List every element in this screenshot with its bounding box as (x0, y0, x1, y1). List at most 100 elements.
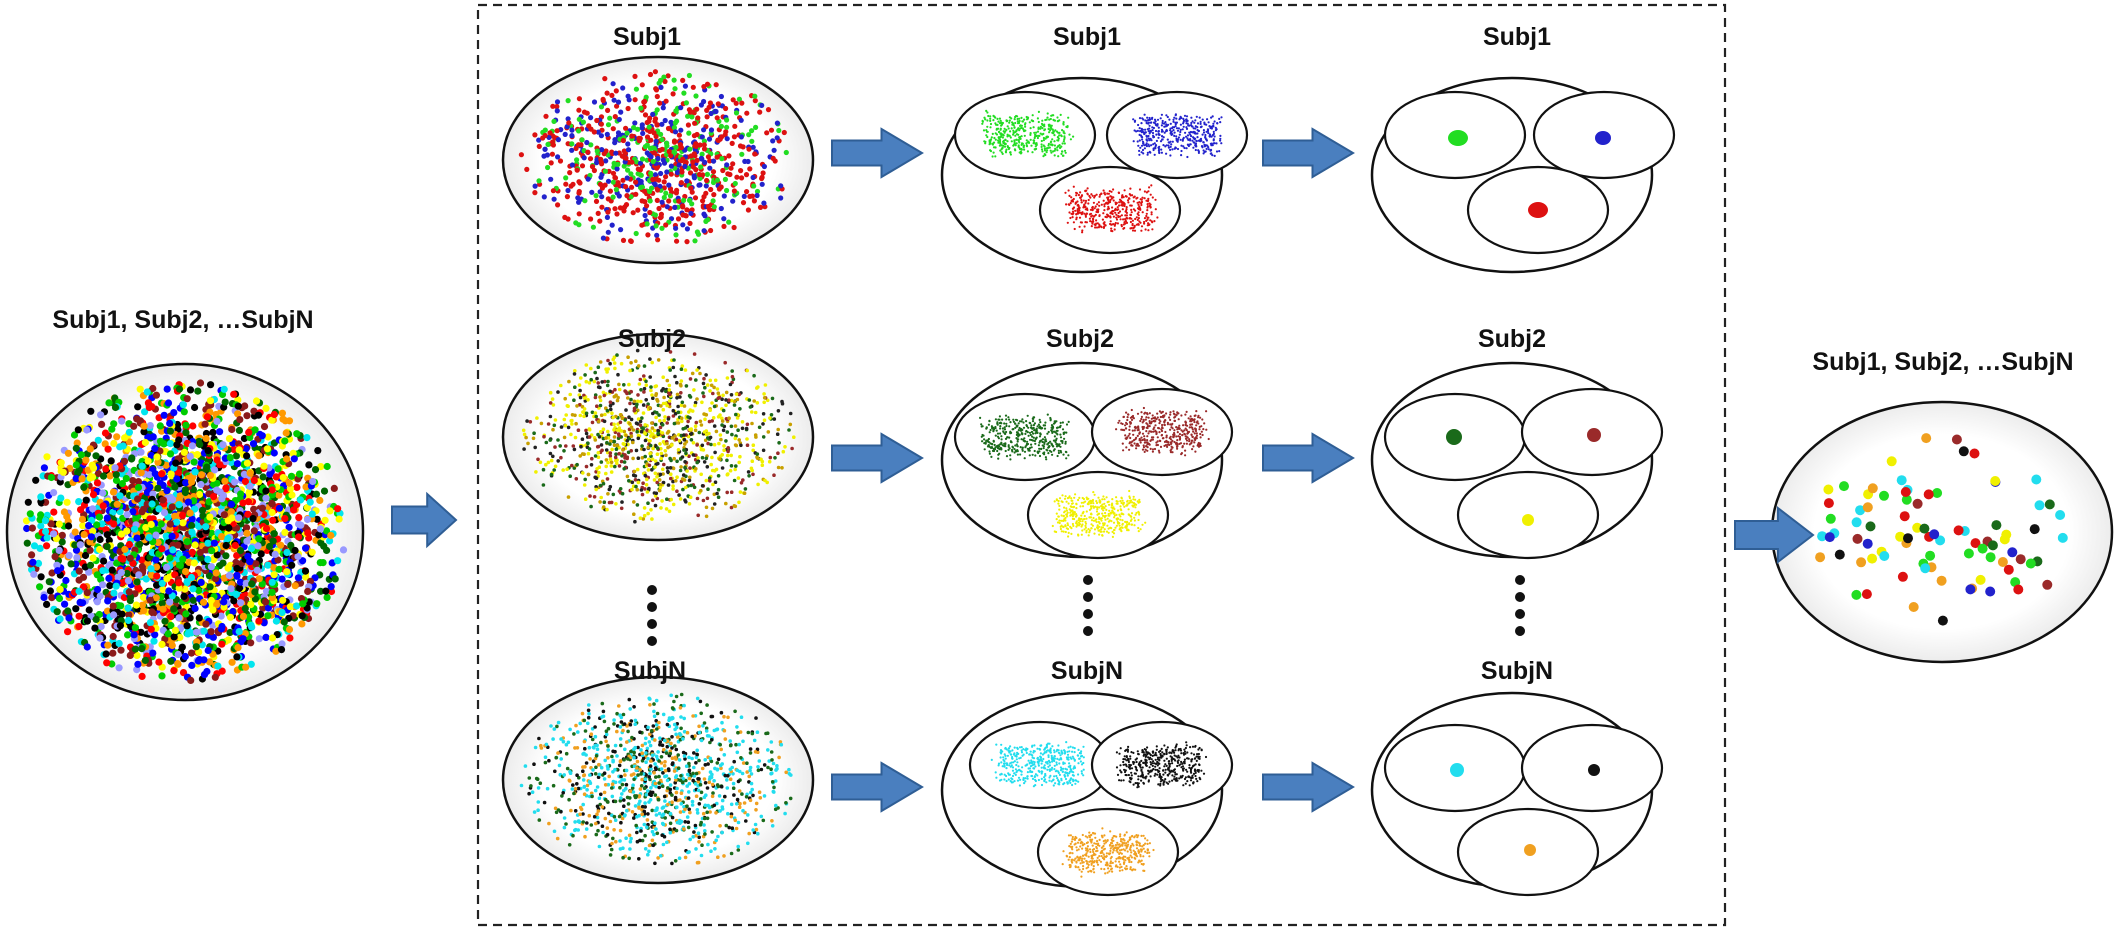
point (1173, 116, 1176, 119)
point (1184, 131, 1187, 134)
point (138, 672, 146, 681)
point (1143, 147, 1146, 150)
point (243, 412, 251, 420)
point (75, 567, 83, 575)
point (543, 113, 549, 119)
point (1000, 135, 1003, 138)
point (1062, 123, 1065, 126)
point (691, 173, 697, 179)
point (993, 136, 996, 140)
point (1098, 214, 1101, 217)
point (1068, 133, 1071, 136)
point (1089, 212, 1093, 215)
point (113, 500, 121, 508)
point (228, 425, 236, 434)
point (1064, 151, 1067, 154)
point (36, 583, 44, 591)
point (1182, 145, 1185, 148)
point (648, 137, 654, 143)
point (220, 385, 228, 393)
point (992, 114, 995, 117)
point (1143, 217, 1147, 220)
point (1194, 127, 1197, 130)
point (1149, 137, 1152, 140)
point (1211, 144, 1214, 147)
point (518, 152, 525, 158)
point (119, 555, 127, 563)
point (334, 557, 342, 565)
point (1110, 227, 1113, 230)
point (190, 559, 198, 567)
point (1146, 116, 1149, 119)
point (146, 483, 154, 491)
point (145, 533, 153, 542)
point (1145, 122, 1148, 125)
point (642, 364, 647, 368)
point (1144, 228, 1147, 231)
point (1141, 138, 1144, 141)
point (1098, 195, 1101, 198)
point (653, 138, 659, 144)
point (183, 622, 191, 630)
point (237, 599, 245, 607)
point (1014, 149, 1017, 152)
point (1154, 208, 1157, 211)
point (1038, 134, 1041, 137)
point (242, 524, 251, 532)
point (1049, 124, 1052, 127)
point (1017, 139, 1020, 142)
point (585, 176, 591, 182)
point (697, 182, 703, 188)
point (1151, 129, 1154, 132)
point (1005, 120, 1008, 123)
point (227, 500, 235, 508)
point (167, 493, 175, 502)
point (43, 600, 51, 609)
point (1023, 123, 1027, 126)
point (648, 154, 654, 160)
point (1020, 135, 1023, 138)
point (179, 511, 187, 519)
point (233, 460, 242, 468)
point (230, 445, 238, 453)
point (739, 100, 745, 106)
point (75, 587, 83, 595)
point (1029, 133, 1032, 136)
point (1200, 145, 1204, 148)
point (224, 517, 232, 525)
point (167, 612, 175, 621)
point (1053, 134, 1056, 137)
point (284, 580, 292, 589)
point (1148, 204, 1151, 208)
point (647, 198, 653, 204)
point (1190, 135, 1193, 138)
point (168, 503, 176, 511)
point (136, 385, 144, 393)
point (1175, 127, 1179, 130)
point (745, 207, 752, 213)
point (109, 649, 117, 657)
point (1053, 140, 1056, 143)
point (1042, 139, 1045, 142)
point (243, 459, 251, 467)
point (733, 467, 737, 472)
point (1143, 220, 1146, 224)
point (1058, 146, 1062, 149)
point (650, 360, 654, 365)
point (1103, 221, 1106, 224)
point (1075, 218, 1078, 221)
point (644, 119, 650, 126)
point (83, 643, 91, 651)
point (562, 449, 566, 453)
point (1070, 196, 1073, 199)
point (623, 202, 630, 208)
point (1154, 120, 1157, 123)
point (1198, 116, 1201, 119)
point (1142, 152, 1145, 155)
point (174, 650, 182, 659)
point (83, 589, 91, 597)
point (1156, 118, 1160, 121)
point (1190, 125, 1193, 128)
point (194, 387, 202, 395)
point (130, 631, 138, 639)
